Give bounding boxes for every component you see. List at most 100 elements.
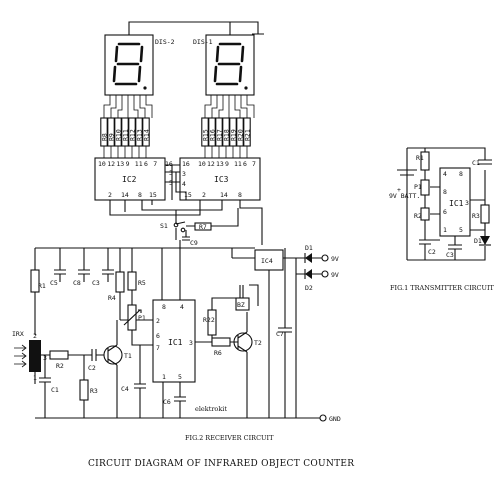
d1-diode xyxy=(305,253,312,263)
c7-label: C7 xyxy=(276,330,284,338)
resistor-label-r16: R16 xyxy=(208,129,216,141)
ic2-pin-16: 16 xyxy=(165,160,173,168)
irx-pin2: 2 xyxy=(33,332,37,340)
tx-r2-resistor xyxy=(420,207,430,221)
resistor-label-r12: R12 xyxy=(128,129,136,141)
tx-c1-cap xyxy=(478,159,492,165)
supply-label-2: 9V xyxy=(331,271,339,279)
resistor-label-r11: R11 xyxy=(121,129,129,141)
r4-label: R4 xyxy=(108,294,116,302)
tx-d1-label: D1 xyxy=(474,237,482,245)
ic3-pin-8: 8 xyxy=(238,191,242,199)
r3-label: R3 xyxy=(90,387,98,395)
resistor-label-r17: R17 xyxy=(215,129,223,141)
ic1-pin-5: 5 xyxy=(178,373,182,381)
ic2-pin-5: 5 xyxy=(169,179,173,187)
resistor-label-r9: R9 xyxy=(107,133,115,141)
display-dis2 xyxy=(104,34,154,96)
tx-r1-resistor xyxy=(420,151,430,171)
r2-label: R2 xyxy=(56,362,64,370)
diode-wires xyxy=(295,258,310,418)
tx-pin-1: 1 xyxy=(443,226,447,234)
resistor-label-r14: R14 xyxy=(142,129,150,141)
c3-label: C3 xyxy=(92,279,100,287)
ic3-pin-14: 14 xyxy=(220,191,228,199)
ic3-label: IC3 xyxy=(214,175,229,184)
r7-label: R7 xyxy=(199,223,207,231)
ic1-pin-2: 2 xyxy=(156,317,160,325)
diagram-title: CIRCUIT DIAGRAM OF INFRARED OBJECT COUNT… xyxy=(88,459,354,469)
r22-resistor xyxy=(207,309,217,336)
r1-label: R1 xyxy=(38,282,46,290)
ic2-body xyxy=(94,157,166,201)
t1-label: T1 xyxy=(124,352,132,360)
ic2-label: IC2 xyxy=(122,175,137,184)
tx-c1-label: C1 xyxy=(472,159,480,167)
ic-bus-wires xyxy=(109,200,263,245)
r5-resistor xyxy=(127,271,137,291)
tx-pin-3: 3 xyxy=(465,199,469,207)
transmitter-caption: FIG.1 TRANSMITTER CIRCUIT xyxy=(390,284,495,292)
t2-label: T2 xyxy=(254,339,262,347)
resistor-label-r8: R8 xyxy=(100,133,108,141)
ic4-label: IC4 xyxy=(261,257,273,265)
supply-terminal-1 xyxy=(321,254,329,262)
d2-diode xyxy=(305,269,312,279)
display-common-wire xyxy=(128,21,231,35)
r1-resistor xyxy=(30,269,40,293)
r7-wire xyxy=(186,208,239,227)
tx-pin-6: 6 xyxy=(443,208,447,216)
ic2-pin-14: 14 xyxy=(121,191,129,199)
r6-label: R6 xyxy=(214,349,222,357)
r5-label: R5 xyxy=(138,279,146,287)
ic2-pin-2: 2 xyxy=(108,191,112,199)
tx-pin-8: 8 xyxy=(459,170,463,178)
tx-c2-label: C2 xyxy=(428,248,436,256)
c1-label: C1 xyxy=(51,386,59,394)
credit-text: elektrokit xyxy=(195,405,227,413)
receiver-supply-rail xyxy=(35,240,255,249)
resistor-label-r19: R19 xyxy=(229,129,237,141)
tx-pin-2: 8 xyxy=(443,188,447,196)
supply-terminal-2 xyxy=(321,270,329,278)
c4-cap xyxy=(134,345,146,418)
resistor-label-r21: R21 xyxy=(243,129,251,141)
tx-pin-5: 5 xyxy=(459,226,463,234)
c8-label: C8 xyxy=(73,279,81,287)
transmitter-circuit: C1 + 9V BATT. R1 P1 R2 C2 IC1 4 8 8 3 6 … xyxy=(389,147,492,261)
irx-label: IRX xyxy=(12,330,24,338)
ic2-pin-8: 8 xyxy=(138,191,142,199)
receiver-ic1 xyxy=(152,299,196,383)
ic3-pin-2: 2 xyxy=(202,191,206,199)
display-dis1 xyxy=(205,34,255,96)
r4-resistor xyxy=(115,271,125,293)
ic2-pin-15: 15 xyxy=(149,191,157,199)
tx-r3-resistor xyxy=(480,204,490,224)
r6-resistor xyxy=(211,337,231,347)
d2-label: D2 xyxy=(305,284,313,292)
ic1-pin-1: 1 xyxy=(162,373,166,381)
ic3-body xyxy=(179,157,261,201)
c3-cap xyxy=(102,248,114,282)
t1-transistor xyxy=(103,345,123,365)
p1-label: P1 xyxy=(138,314,146,322)
c2-label: C2 xyxy=(88,364,96,372)
ic2-ic3-link xyxy=(165,164,187,200)
c8-cap xyxy=(78,248,90,282)
tx-r3-label: R3 xyxy=(472,212,480,220)
supply-label-1: 9V xyxy=(331,255,339,263)
c7-cap xyxy=(278,248,292,418)
resistor-label-r18: R18 xyxy=(222,129,230,141)
c5-label: C5 xyxy=(50,279,58,287)
bz-label: BZ xyxy=(237,301,245,309)
ic3-pin-15: 15 xyxy=(184,191,192,199)
resistor-label-r13: R13 xyxy=(135,129,143,141)
ic3-pin-4: 4 xyxy=(182,180,186,188)
resistor-label-r10: R10 xyxy=(114,129,122,141)
resistor-label-r20: R20 xyxy=(236,129,244,141)
tx-c3-label: C3 xyxy=(446,251,454,259)
tx-r1-label: R1 xyxy=(416,154,424,162)
dis1-label: DIS-1 xyxy=(193,38,213,46)
